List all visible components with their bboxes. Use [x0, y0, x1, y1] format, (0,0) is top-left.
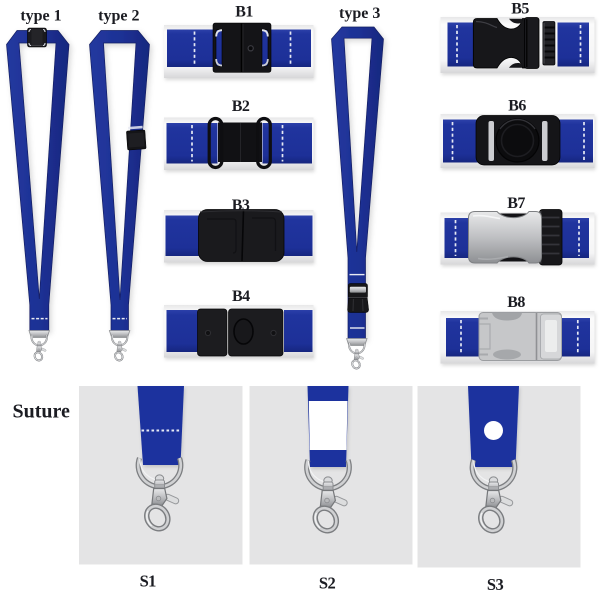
- svg-text:type 2: type 2: [98, 8, 139, 25]
- svg-text:Suture: Suture: [13, 401, 71, 423]
- svg-text:B7: B7: [507, 195, 525, 212]
- svg-text:S1: S1: [140, 572, 157, 591]
- svg-text:B4: B4: [232, 288, 250, 305]
- svg-text:type 1: type 1: [20, 8, 61, 25]
- svg-text:B1: B1: [235, 4, 253, 21]
- svg-text:B3: B3: [232, 197, 250, 214]
- svg-text:S2: S2: [319, 574, 336, 593]
- svg-text:B8: B8: [507, 294, 525, 311]
- svg-text:S3: S3: [487, 575, 504, 594]
- svg-text:type 3: type 3: [339, 5, 380, 22]
- svg-text:B2: B2: [232, 98, 250, 115]
- svg-text:B5: B5: [511, 1, 529, 18]
- svg-text:B6: B6: [508, 97, 526, 114]
